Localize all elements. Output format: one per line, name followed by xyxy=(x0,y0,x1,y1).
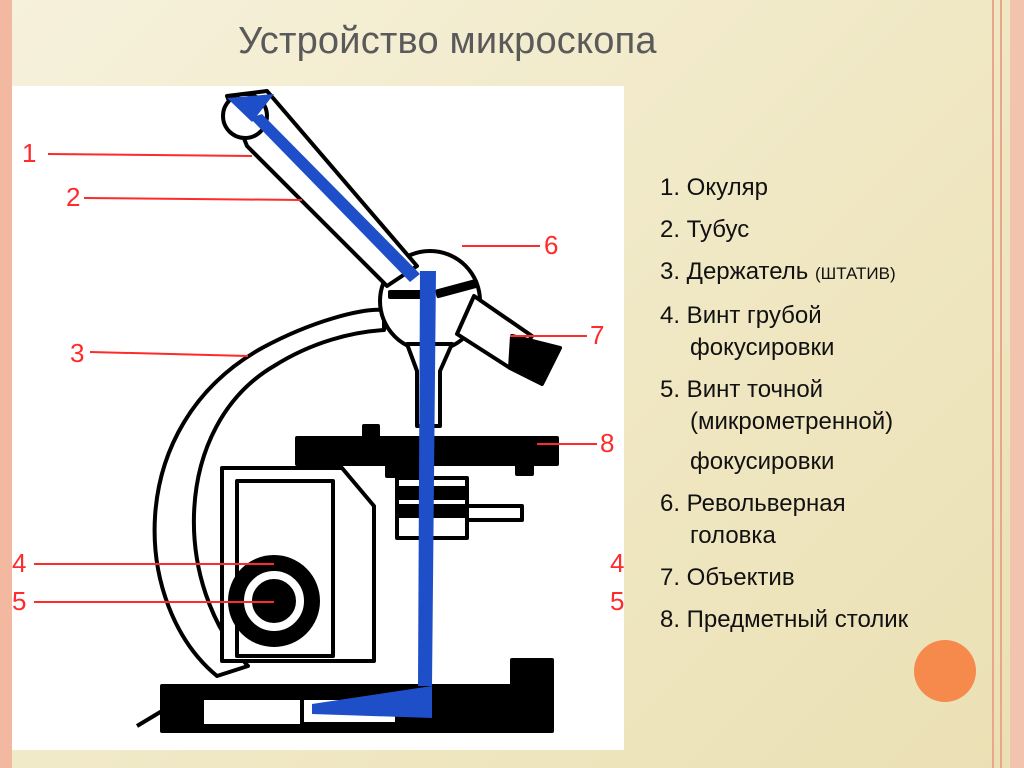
legend-item-eyepiece: 1. Окуляр xyxy=(660,172,980,204)
edge-mark-4: 4 xyxy=(610,548,624,578)
callout-line-2 xyxy=(83,197,303,201)
callout-4: 4 xyxy=(12,548,26,578)
legend-item-objective: 7. Объектив xyxy=(660,562,980,594)
revolver-mark-b xyxy=(435,278,480,299)
callout-8: 8 xyxy=(600,428,614,458)
objective-tip xyxy=(508,334,562,386)
legend-line: 7. Объектив xyxy=(660,564,795,591)
stage-clip xyxy=(362,424,380,442)
legend-item-fine-focus: 5. Винт точной (микрометренной) фокусиро… xyxy=(660,374,980,478)
legend-label: 3. Держатель xyxy=(660,258,809,285)
cable xyxy=(135,709,164,728)
slide-title: Устройство микроскопа xyxy=(238,20,657,62)
slide-frame-left xyxy=(0,0,12,768)
callout-3: 3 xyxy=(70,338,84,368)
callout-line-1 xyxy=(47,153,253,157)
lamp-housing xyxy=(200,696,304,728)
legend-item-tube: 2. Тубус xyxy=(660,214,980,246)
microscope-diagram: 1 2 3 4 5 6 7 8 4 5 xyxy=(12,86,624,750)
slide-scale xyxy=(465,504,524,522)
slide-frame-right xyxy=(984,0,1024,768)
legend-line: 6. Револьверная xyxy=(660,490,846,517)
revolver-mark-a xyxy=(388,290,426,299)
legend-item-coarse-focus: 4. Винт грубой фокусировки xyxy=(660,300,980,364)
decorative-circle xyxy=(914,640,976,702)
legend-line: 2. Тубус xyxy=(660,216,750,243)
legend-line: 5. Винт точной xyxy=(660,376,824,403)
light-path-tube xyxy=(250,114,420,282)
legend-line: 3. Держатель (ШТАТИВ) xyxy=(660,256,980,290)
legend-line: фокусировки xyxy=(690,334,835,361)
callout-2: 2 xyxy=(66,182,80,212)
legend-item-revolver: 6. Револьверная головка xyxy=(660,488,980,552)
light-path-vertical xyxy=(418,271,436,686)
light-path-lamp xyxy=(312,686,432,718)
legend-line: 8. Предметный столик xyxy=(660,606,909,633)
callout-6: 6 xyxy=(544,230,558,260)
legend-item-stage: 8. Предметный столик xyxy=(660,604,980,636)
edge-mark-5: 5 xyxy=(610,586,624,616)
legend-line: 1. Окуляр xyxy=(660,174,768,201)
callout-1: 1 xyxy=(22,138,36,168)
microscope-drawing: 1 2 3 4 5 6 7 8 4 5 xyxy=(12,89,624,733)
legend: 1. Окуляр 2. Тубус 3. Держатель (ШТАТИВ)… xyxy=(660,172,980,646)
legend-line: (микрометренной) xyxy=(690,408,894,435)
callout-line-3 xyxy=(89,351,249,357)
callout-7: 7 xyxy=(590,320,604,350)
legend-note: (ШТАТИВ) xyxy=(814,264,896,283)
legend-line: головка xyxy=(690,522,776,549)
legend-line: фокусировки xyxy=(690,448,835,475)
light-path-eyepiece xyxy=(227,94,274,122)
legend-line: 4. Винт грубой xyxy=(660,302,822,329)
callout-5: 5 xyxy=(12,586,26,616)
legend-item-stand: 3. Держатель (ШТАТИВ) xyxy=(660,256,980,290)
